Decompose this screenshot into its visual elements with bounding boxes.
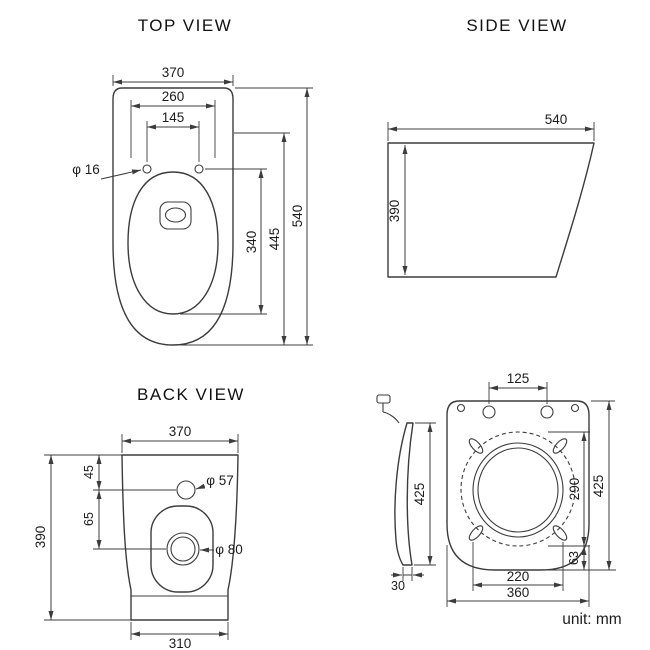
seat-profile: [376, 394, 414, 566]
dim-top-rim-width: 260: [130, 89, 216, 158]
dim-top-hole-diameter: φ 16: [72, 162, 142, 180]
side-view: SIDE VIEW 540 390: [387, 16, 595, 278]
top-view-drain-hole: [164, 207, 187, 223]
dim-label: 425: [412, 483, 427, 506]
dim-top-overall-length: 540: [180, 87, 313, 346]
top-view-title: TOP VIEW: [138, 16, 233, 35]
top-view: TOP VIEW 370 260 145 φ 16: [72, 16, 313, 346]
dim-top-seat-length: 445: [234, 132, 290, 345]
leader-line: [195, 483, 206, 490]
top-view-mount-hole-left: [142, 164, 152, 174]
back-view: BACK VIEW 370 45 65 390: [33, 385, 245, 650]
seat-plan-outline: [446, 400, 590, 571]
back-view-title: BACK VIEW: [137, 385, 245, 404]
seat-screw-hole-left: [456, 403, 466, 413]
dim-back-top-width: 370: [121, 424, 239, 453]
dim-label: 390: [33, 526, 48, 549]
dim-seat-overall-length: 425: [591, 400, 615, 570]
side-view-title: SIDE VIEW: [466, 16, 567, 35]
seat-ring-outer: [460, 431, 576, 547]
dim-label: 540: [545, 112, 568, 127]
dim-top-overall-width: 370: [112, 65, 234, 86]
dim-label: 540: [290, 205, 305, 228]
dim-label: φ 57: [206, 473, 234, 488]
top-view-mount-hole-right: [194, 164, 204, 174]
seat-hinge-post-right: [540, 405, 554, 419]
dim-seat-profile-height: 425: [412, 422, 436, 566]
dim-seat-front-gap: 63: [545, 546, 616, 571]
dim-label: φ 16: [72, 162, 100, 177]
side-view-outline: [387, 142, 595, 278]
dim-label: 145: [162, 110, 185, 125]
seat-opening-inner: [477, 447, 559, 533]
dim-back-inlet-offset: 45: [44, 454, 176, 491]
dim-seat-overall-width: 360: [446, 545, 590, 607]
leader-line: [100, 169, 142, 180]
top-view-drain-outline: [159, 201, 192, 230]
dim-label: 360: [507, 585, 530, 600]
dim-label: 370: [169, 424, 192, 439]
dim-back-height: 390: [33, 455, 131, 621]
dim-label: 45: [82, 465, 96, 479]
dim-label: 220: [507, 569, 530, 584]
dim-back-outlet-offset: 65: [82, 490, 166, 550]
top-view-seat-opening: [127, 171, 219, 315]
seat-bumper: [552, 525, 568, 541]
seat-bumper: [468, 525, 484, 541]
dim-label: 65: [82, 512, 96, 526]
unit-label: unit: mm: [562, 611, 621, 628]
dim-label: 445: [267, 228, 282, 251]
dim-label: 340: [244, 231, 259, 254]
top-view-bowl-outline: [112, 87, 234, 346]
seat-hinge-curve: [382, 411, 400, 424]
dim-label: 370: [162, 65, 185, 80]
seat-opening-outer: [472, 442, 564, 538]
dim-label: 290: [567, 478, 582, 501]
back-view-outlet-hole: [166, 532, 200, 566]
dim-label: 260: [162, 89, 185, 104]
seat-view: 425 30 125: [376, 371, 616, 607]
dim-label: 310: [169, 636, 192, 650]
seat-hinge-bracket: [376, 394, 391, 404]
dim-seat-hinge-spacing: 125: [488, 371, 548, 404]
seat-bumper: [468, 438, 484, 454]
back-view-outlet-hole-inner: [170, 536, 196, 562]
dim-seat-opening-length: 290: [548, 431, 590, 547]
dim-side-height: 390: [387, 145, 408, 275]
dim-label: 30: [391, 579, 405, 593]
dim-top-opening-length: 340: [180, 168, 267, 315]
dim-back-base-width: 310: [130, 622, 229, 650]
dim-back-outlet-diameter: φ 80: [200, 542, 243, 557]
dim-seat-opening-width: 220: [472, 542, 564, 591]
dim-back-inlet-diameter: φ 57: [195, 473, 234, 490]
dim-label: φ 80: [215, 542, 243, 557]
back-view-inlet-hole: [176, 480, 196, 500]
seat-screw-hole-right: [570, 403, 580, 413]
seat-plan: [446, 400, 590, 571]
dim-label: 125: [507, 371, 530, 386]
dim-side-length: 540: [387, 112, 595, 141]
dim-label: 63: [567, 551, 581, 565]
dim-label: 390: [387, 200, 402, 223]
seat-profile-outline: [394, 422, 414, 566]
seat-hinge-post-left: [482, 405, 496, 419]
dim-seat-profile-thickness: 30: [391, 567, 424, 593]
dim-top-hole-spacing: 145: [146, 110, 200, 162]
back-view-outline: [121, 454, 239, 621]
dim-label: 425: [591, 475, 606, 498]
seat-bumper: [552, 438, 568, 454]
